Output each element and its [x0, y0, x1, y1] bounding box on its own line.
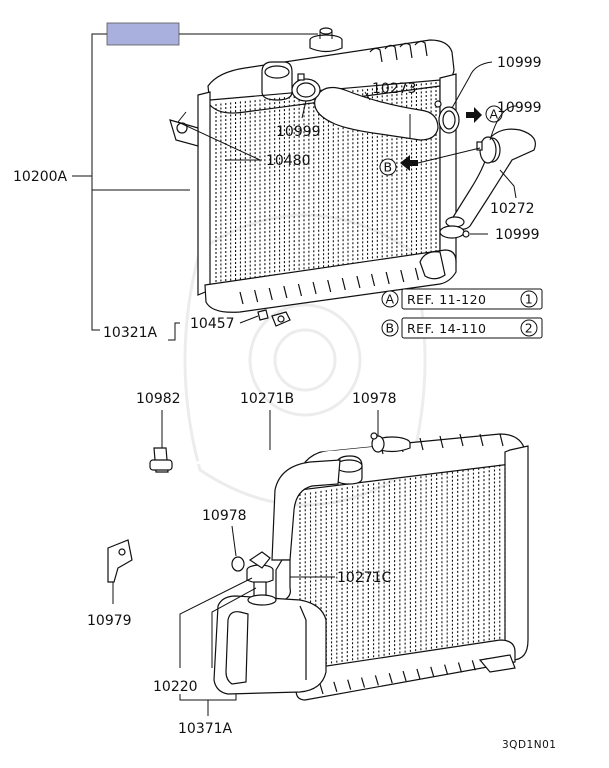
radiator-top[interactable]: [169, 27, 457, 313]
label-10457: 10457: [190, 316, 235, 332]
reservoir-cap-10220[interactable]: [246, 551, 274, 597]
drain-plug-10457[interactable]: [257, 309, 291, 327]
label-10978-a: 10978: [352, 391, 397, 407]
bracket-10979[interactable]: [107, 539, 133, 583]
label-10273: 10273: [372, 81, 417, 97]
overflow-hose-10271C[interactable]: [275, 559, 291, 601]
reference-B[interactable]: B REF. 14-110 2: [381, 317, 543, 339]
label-10999-d: 10999: [495, 227, 540, 243]
clamp-10978-a[interactable]: [370, 432, 385, 453]
label-10979: 10979: [87, 613, 132, 629]
label-10271C: 10271C: [337, 570, 392, 586]
diagram-code: 3QD1N01: [502, 739, 556, 751]
svg-text:2: 2: [525, 321, 533, 336]
label-10271B: 10271B: [240, 391, 294, 407]
label-10480: 10480: [266, 153, 311, 169]
hose-clamp-10999-b[interactable]: [434, 100, 460, 134]
label-10321A: 10321A: [103, 325, 158, 341]
svg-text:REF. 11-120: REF. 11-120: [407, 292, 487, 307]
label-10982: 10982: [136, 391, 181, 407]
hose-10273[interactable]: [314, 87, 439, 141]
label-10999-c: 10999: [497, 100, 542, 116]
label-10999-a: 10999: [276, 124, 321, 140]
svg-text:REF. 14-110: REF. 14-110: [407, 321, 487, 336]
label-10999-b: 10999: [497, 55, 542, 71]
label-10220: 10220: [153, 679, 198, 695]
reference-A[interactable]: A REF. 11-120 1: [381, 288, 543, 310]
hose-clamp-10999-a[interactable]: [291, 73, 321, 102]
highlight-box[interactable]: [106, 22, 180, 46]
marker-B-top[interactable]: B: [379, 158, 397, 176]
clip-10982[interactable]: [149, 447, 173, 473]
overflow-hose-10271B[interactable]: [105, 442, 381, 564]
label-10200A: 10200A: [13, 169, 68, 185]
label-10371A: 10371A: [178, 721, 233, 737]
svg-text:A: A: [385, 292, 394, 307]
radiator-cap[interactable]: [309, 27, 343, 53]
arrow-to-A: [466, 107, 482, 123]
svg-text:B: B: [383, 160, 392, 175]
label-10272: 10272: [490, 201, 535, 217]
hose-clamp-10999-d[interactable]: [439, 225, 470, 239]
svg-text:A: A: [489, 107, 498, 122]
clamp-10978-b[interactable]: [231, 556, 245, 572]
reservoir-tank-10371A[interactable]: [213, 594, 327, 695]
svg-text:1: 1: [525, 292, 533, 307]
hose-clamp-10999-c[interactable]: [476, 136, 497, 164]
label-10978-b: 10978: [202, 508, 247, 524]
svg-text:B: B: [385, 321, 394, 336]
arrow-to-B: [400, 155, 418, 171]
